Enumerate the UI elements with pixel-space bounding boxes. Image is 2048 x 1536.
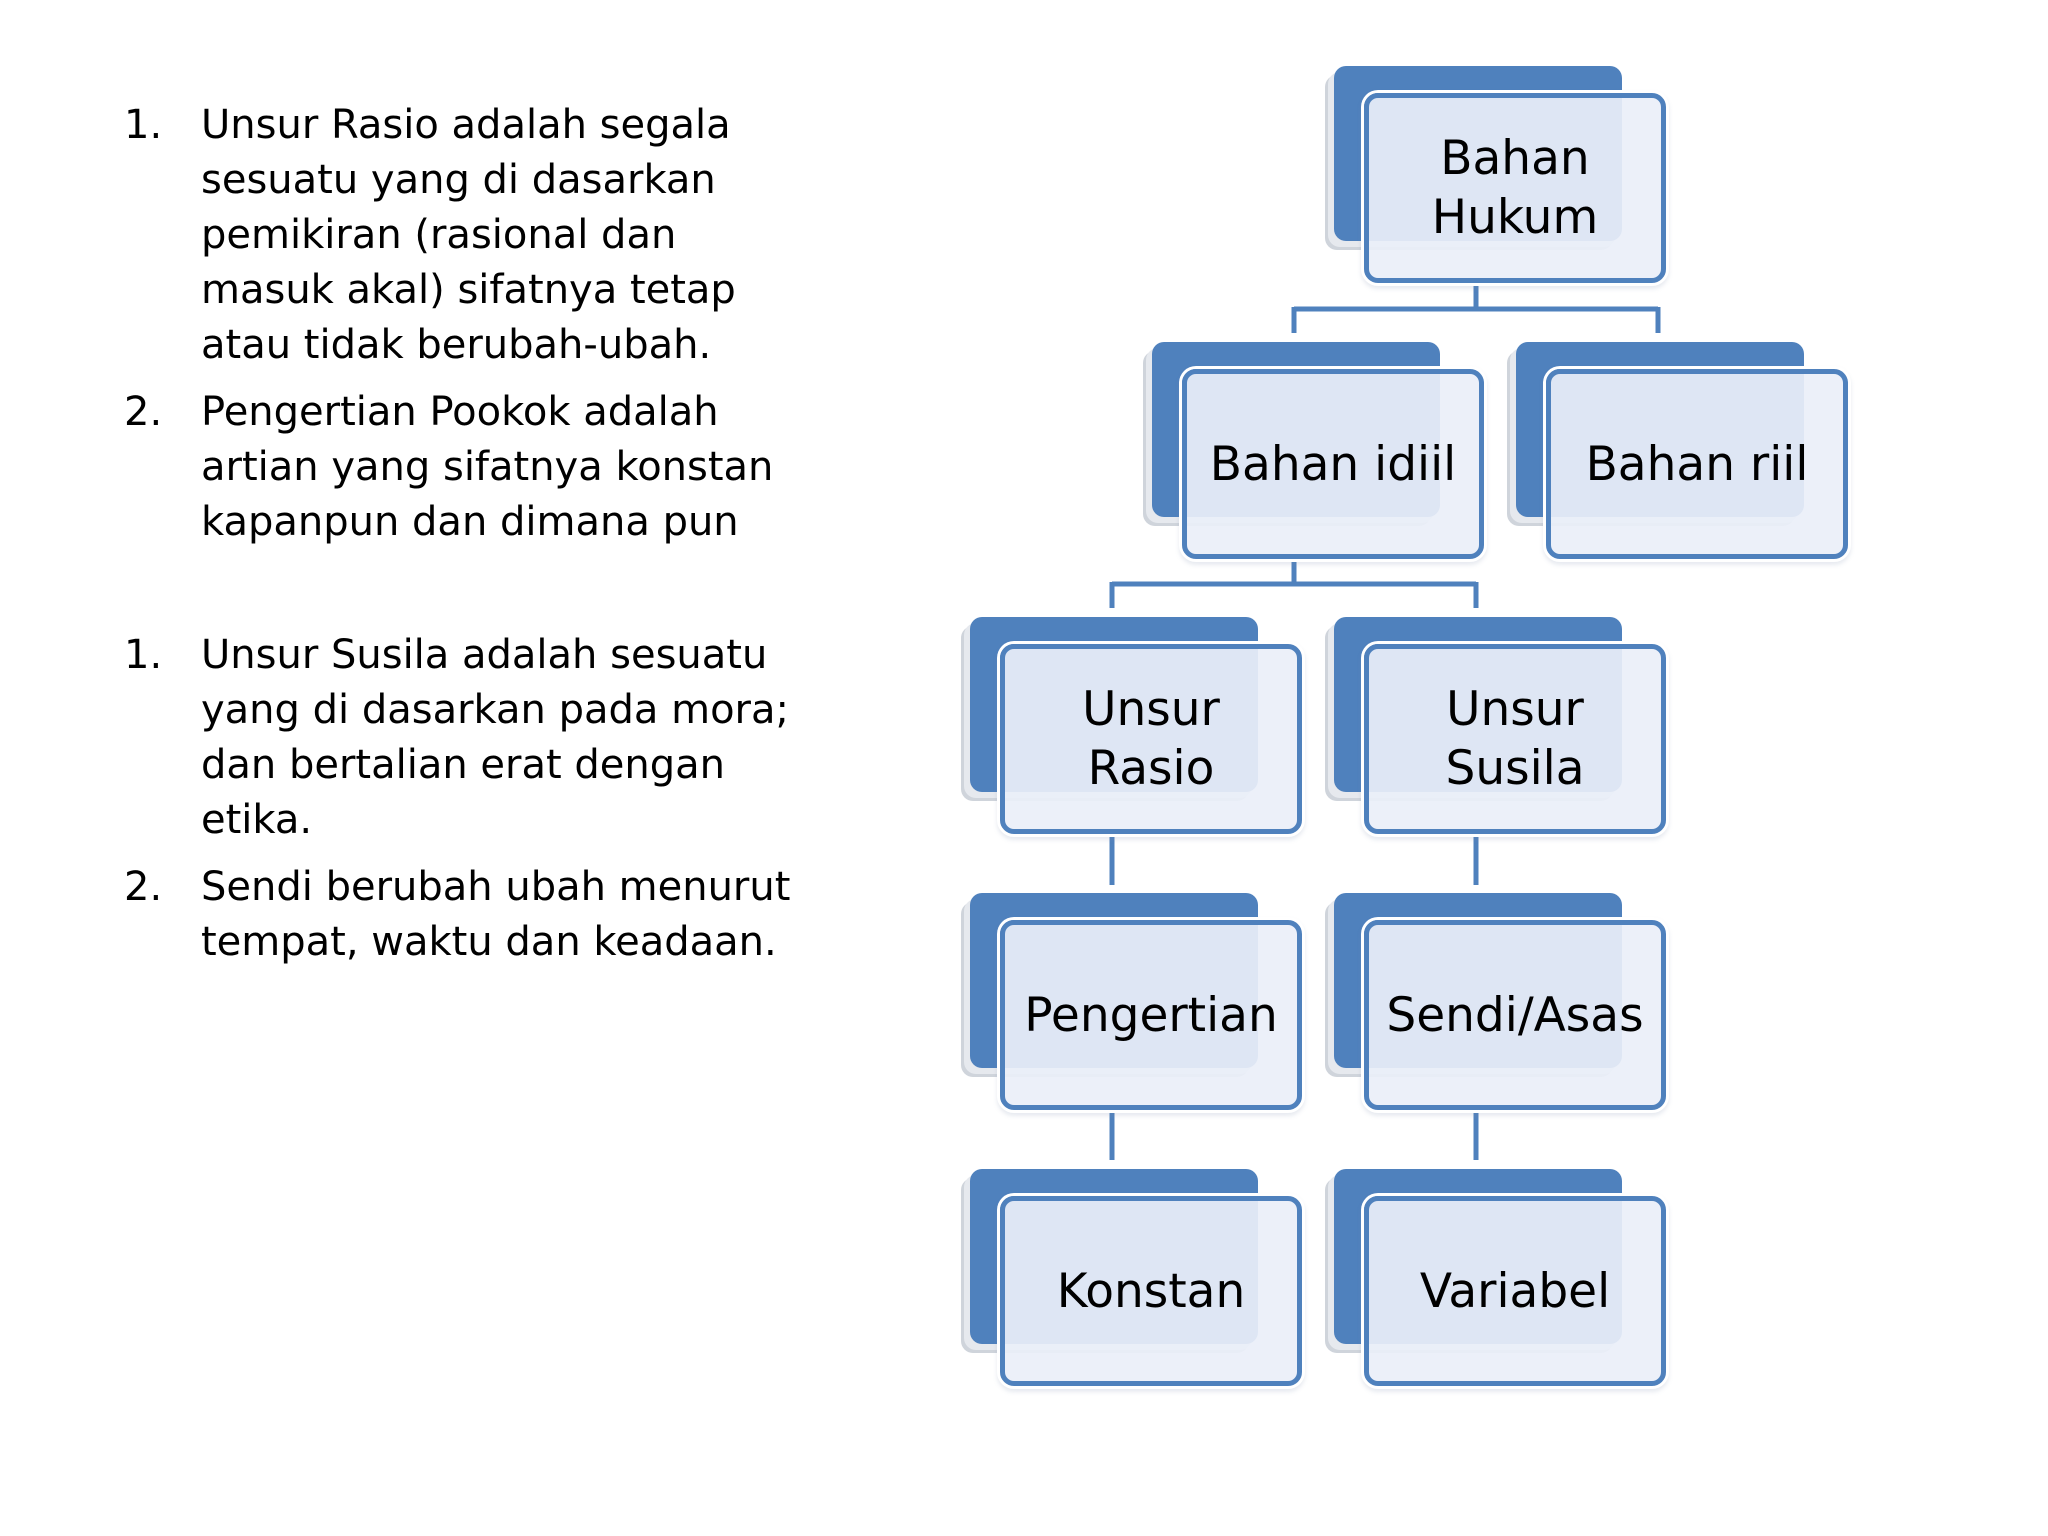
- text-line: kapanpun dan dimana pun: [201, 499, 739, 545]
- node-bahan-riil: Bahan riil: [1516, 342, 1876, 572]
- node-label: Konstan: [1056, 1263, 1246, 1319]
- node-label: Unsur Rasio: [1082, 682, 1220, 796]
- node-variabel: Variabel: [1334, 1169, 1694, 1399]
- node-label: Bahan Hukum: [1431, 131, 1599, 245]
- node-pengertian: Pengertian: [970, 893, 1330, 1123]
- text-line: Pengertian Pookok adalah: [201, 389, 719, 435]
- text-line: sesuatu yang di dasarkan: [201, 157, 716, 203]
- text-line: pemikiran (rasional dan: [201, 212, 677, 258]
- node-front-shape: [1364, 920, 1666, 1110]
- node-front-shape: [1546, 369, 1848, 559]
- text-line: atau tidak berubah-ubah.: [201, 322, 712, 368]
- node-front-shape: [1182, 369, 1484, 559]
- text-line: etika.: [201, 797, 313, 843]
- node-label: Sendi/Asas: [1386, 987, 1644, 1043]
- text-line: artian yang sifatnya konstan: [201, 444, 774, 490]
- node-unsur-rasio: Unsur Rasio: [970, 617, 1330, 847]
- text-line: Unsur Susila adalah sesuatu: [201, 632, 768, 678]
- text-line: Sendi berubah ubah menurut: [201, 864, 791, 910]
- node-label: Bahan idiil: [1209, 436, 1457, 492]
- text-line: masuk akal) sifatnya tetap: [201, 267, 736, 313]
- node-front-shape: [1000, 920, 1302, 1110]
- node-front-shape: [1364, 644, 1666, 834]
- text-line: Unsur Rasio adalah segala: [201, 102, 731, 148]
- text-line: dan bertalian erat dengan: [201, 742, 725, 788]
- node-front-shape: [1364, 1196, 1666, 1386]
- node-label: Bahan riil: [1585, 436, 1809, 492]
- text-line: yang di dasarkan pada mora;: [201, 687, 789, 733]
- node-front-shape: [1000, 644, 1302, 834]
- list-number: 1.: [124, 102, 163, 148]
- list-text: Unsur Susila adalah sesuatu yang di dasa…: [201, 628, 801, 848]
- list-text: Sendi berubah ubah menurut tempat, waktu…: [201, 860, 801, 970]
- node-sendi-asas: Sendi/Asas: [1334, 893, 1694, 1123]
- node-label: Pengertian: [1024, 987, 1278, 1043]
- node-front-shape: [1000, 1196, 1302, 1386]
- node-konstan: Konstan: [970, 1169, 1330, 1399]
- node-label: Unsur Susila: [1445, 682, 1585, 796]
- node-unsur-susila: Unsur Susila: [1334, 617, 1694, 847]
- list-number: 2.: [124, 389, 163, 435]
- list-text: Unsur Rasio adalah segala sesuatu yang d…: [201, 98, 801, 373]
- node-label: Variabel: [1419, 1263, 1611, 1319]
- node-front-shape: [1364, 93, 1666, 283]
- list-number: 1.: [124, 632, 163, 678]
- node-bahan-idiil: Bahan idiil: [1152, 342, 1512, 572]
- node-bahan-hukum: Bahan Hukum: [1334, 66, 1694, 296]
- list-text: Pengertian Pookok adalah artian yang sif…: [201, 385, 801, 550]
- list-number: 2.: [124, 864, 163, 910]
- text-line: tempat, waktu dan keadaan.: [201, 919, 777, 965]
